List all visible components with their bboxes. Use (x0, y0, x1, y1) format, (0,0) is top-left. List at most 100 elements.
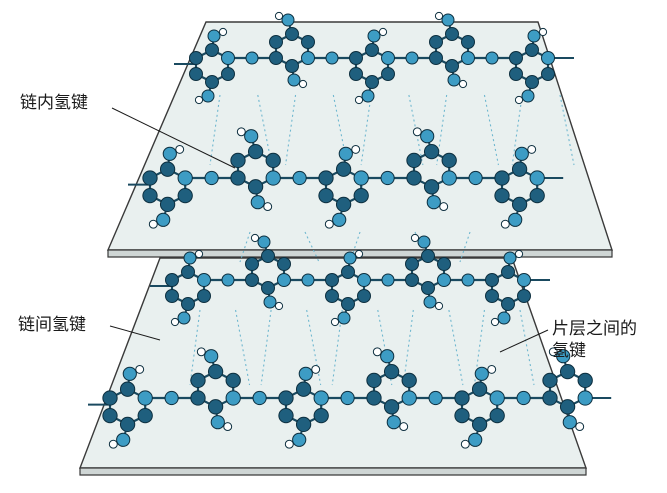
carbon-atom (454, 407, 470, 424)
carbon-atom (441, 152, 457, 169)
inter-chain-hbond (209, 94, 221, 166)
carbon-atom (517, 289, 531, 303)
hydroxyl-oxygen-atom (468, 432, 483, 447)
carbon-atom (542, 372, 558, 389)
carbon-atom (461, 35, 475, 49)
hydrogen-atom (194, 249, 204, 259)
hydrogen-atom (354, 95, 364, 105)
ring-oxygen-atom (461, 51, 475, 65)
carbon-atom (197, 289, 211, 303)
carbon-atom (341, 297, 355, 311)
hydrogen-atom (434, 11, 444, 21)
carbon-atom (471, 381, 488, 397)
carbon-atom (445, 59, 459, 73)
hydroxyl-oxygen-atom (204, 349, 219, 364)
hydroxyl-oxygen-atom (521, 89, 535, 103)
carbon-atom (261, 281, 275, 295)
ring-oxygen-atom (489, 390, 505, 406)
hydroxyl-oxygen-atom (162, 146, 177, 161)
carbon-atom (423, 143, 440, 160)
lower-sheet-edge (79, 467, 587, 476)
carbon-atom (269, 51, 283, 65)
ring-oxygen-atom (301, 51, 315, 65)
hydroxyl-oxygen-atom (177, 311, 191, 325)
glycosidic-oxygen-atom (468, 170, 483, 186)
inter-chain-hbond (559, 94, 575, 166)
carbon-atom (437, 257, 451, 271)
carbon-atom (318, 187, 334, 204)
ring-oxygen-atom (353, 170, 369, 186)
carbon-atom (365, 75, 379, 89)
glycosidic-oxygen-atom (428, 390, 443, 406)
hydroxyl-oxygen-atom (287, 73, 301, 87)
inter-chain-hbond (257, 94, 273, 166)
ring-oxygen-atom (577, 390, 593, 406)
carbon-atom (102, 407, 118, 424)
hydroxyl-oxygen-atom (503, 251, 517, 265)
hydrogen-atom (263, 202, 273, 212)
carbon-atom (509, 51, 523, 65)
carbon-atom (190, 372, 206, 389)
carbon-atom (142, 170, 158, 186)
carbon-atom (405, 257, 419, 271)
inter-chain-hbond (511, 94, 523, 166)
hydrogen-atom (324, 219, 334, 229)
carbon-atom (245, 273, 259, 287)
ring-oxygen-atom (225, 390, 241, 406)
carbon-atom (421, 281, 435, 295)
carbon-atom (119, 381, 136, 397)
carbon-atom (285, 59, 299, 73)
glycosidic-oxygen-atom (340, 390, 355, 406)
glycosidic-oxygen-atom (380, 170, 395, 186)
carbon-atom (511, 196, 528, 213)
hydrogen-atom (218, 27, 228, 37)
carbon-atom (401, 372, 417, 389)
carbon-atom (365, 43, 379, 57)
carbon-atom (295, 381, 312, 397)
carbon-atom (423, 179, 440, 195)
carbon-atom (181, 297, 195, 311)
carbon-atom (295, 416, 312, 433)
inter-chain-hbond (285, 94, 297, 166)
hydrogen-atom (412, 127, 422, 137)
hydroxyl-oxygen-atom (116, 432, 131, 447)
hydroxyl-oxygen-atom (426, 195, 441, 210)
carbon-atom (542, 390, 558, 406)
carbon-atom (189, 51, 203, 65)
carbon-atom (383, 399, 400, 415)
carbon-atom (165, 289, 179, 303)
carbon-atom (245, 257, 259, 271)
carbon-atom (277, 257, 291, 271)
carbon-atom (381, 67, 395, 81)
inter-sheet-hbond (304, 231, 320, 263)
hydroxyl-oxygen-atom (244, 129, 259, 144)
carbon-atom (119, 416, 136, 433)
carbon-atom (159, 161, 176, 177)
upper-sheet (106, 21, 613, 258)
carbon-atom (335, 196, 352, 213)
glycosidic-oxygen-atom (301, 273, 315, 287)
carbon-atom (207, 399, 224, 415)
ring-oxygen-atom (197, 273, 211, 287)
hydrogen-atom (196, 347, 206, 357)
intra-chain-hbond-label: 链内氢键 (20, 93, 88, 113)
hydrogen-atom (538, 27, 548, 37)
hydroxyl-oxygen-atom (122, 366, 137, 381)
carbon-atom (501, 297, 515, 311)
carbon-atom (494, 187, 510, 204)
carbon-atom (454, 390, 470, 406)
hydrogen-atom (135, 364, 145, 374)
hydrogen-atom (460, 439, 470, 449)
glycosidic-oxygen-atom (245, 51, 259, 65)
hydrogen-atom (514, 95, 524, 105)
hydrogen-atom (439, 202, 449, 212)
hydrogen-atom (148, 219, 158, 229)
glycosidic-oxygen-atom (221, 273, 235, 287)
carbon-atom (489, 407, 505, 424)
ring-oxygen-atom (381, 51, 395, 65)
carbon-atom (261, 249, 275, 263)
hydroxyl-oxygen-atom (380, 349, 395, 364)
carbon-atom (559, 399, 576, 415)
carbon-atom (285, 27, 299, 41)
